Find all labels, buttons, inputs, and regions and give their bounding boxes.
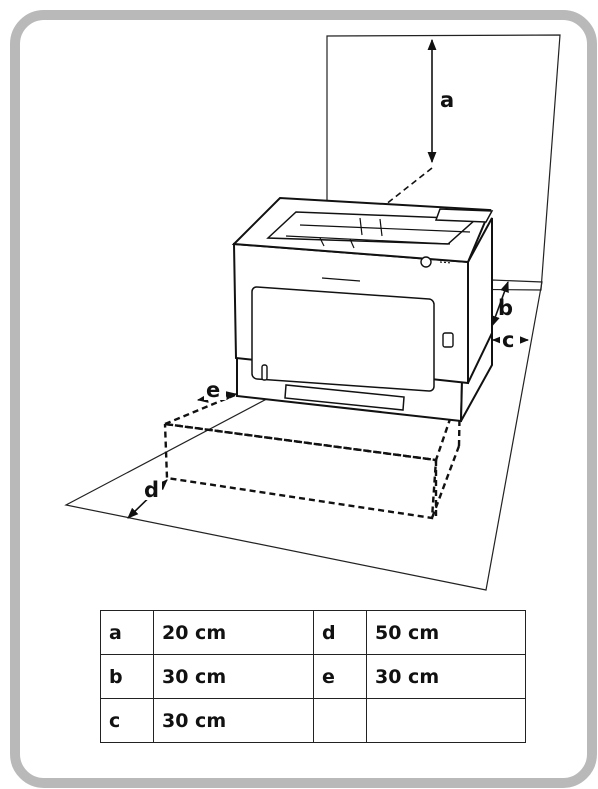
table-row: c 30 cm	[100, 698, 526, 743]
table-cell: 30 cm	[366, 654, 526, 699]
table-cell: e	[313, 654, 367, 699]
table-cell: 30 cm	[153, 698, 314, 743]
table-cell: 50 cm	[366, 610, 526, 655]
printer-details	[285, 217, 471, 282]
table-cell	[366, 698, 526, 743]
printer-illustration	[231, 196, 494, 423]
panel-frame	[10, 10, 597, 788]
table-row: a 20 cm d 50 cm	[100, 610, 526, 655]
dimension-b-arrow	[491, 280, 509, 328]
table-cell: d	[313, 610, 367, 655]
callout-d: d	[144, 478, 159, 502]
callout-a: a	[440, 88, 454, 112]
table-cell: 30 cm	[153, 654, 314, 699]
clearance-table: a 20 cm d 50 cm b 30 cm e 30 cm c 30 cm	[100, 610, 526, 743]
printer-clearance-diagram: a	[64, 34, 561, 591]
dimension-a-leader	[384, 167, 433, 206]
table-row: b 30 cm e 30 cm	[100, 654, 526, 699]
table-cell: a	[100, 610, 154, 655]
table-cell	[313, 698, 367, 743]
callout-c: c	[502, 328, 514, 352]
table-cell: c	[100, 698, 154, 743]
callout-b: b	[498, 296, 513, 320]
table-cell: 20 cm	[153, 610, 314, 655]
table-cell: b	[100, 654, 154, 699]
callout-e: e	[206, 378, 220, 402]
